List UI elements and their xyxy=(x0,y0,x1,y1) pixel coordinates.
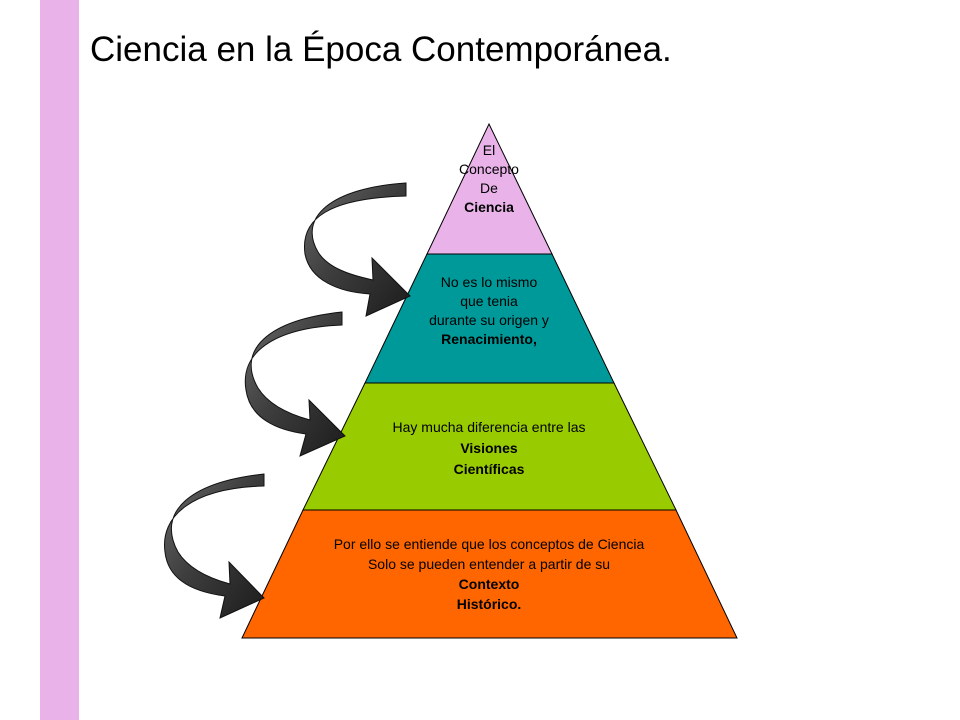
side-accent-bar xyxy=(40,0,79,720)
level-2-line: No es lo mismo xyxy=(441,274,538,290)
level-1-line: De xyxy=(480,180,498,196)
curved-arrow-icon-2 xyxy=(244,311,346,457)
level-2-line: Renacimiento, xyxy=(441,331,537,347)
level-3-line: Científicas xyxy=(454,461,525,477)
level-3-line: Hay mucha diferencia entre las xyxy=(393,419,586,435)
level-1-line: El xyxy=(483,142,495,158)
level-1-line: Concepto xyxy=(459,161,519,177)
level-4-line: Por ello se entiende que los conceptos d… xyxy=(334,536,645,552)
pyramid-level-4 xyxy=(241,509,738,639)
slide-title: Ciencia en la Época Contemporánea. xyxy=(90,30,672,69)
curved-arrow-icon-1 xyxy=(303,182,411,317)
level-4-line: Solo se pueden entender a partir de su xyxy=(368,556,610,572)
curved-arrow-icon-3 xyxy=(164,473,265,619)
level-2-text: No es lo mismo que tenia durante su origen… xyxy=(429,274,549,347)
level-4-line: Contexto xyxy=(459,576,520,592)
level-3-line: Visiones xyxy=(460,440,518,456)
level-4-line: Histórico. xyxy=(457,596,522,612)
level-2-line: que tenia xyxy=(460,293,518,309)
level-4-text: Por ello se entiende que los conceptos d… xyxy=(334,536,645,612)
level-2-line: durante su origen y xyxy=(429,312,549,328)
level-1-line: Ciencia xyxy=(464,199,514,215)
